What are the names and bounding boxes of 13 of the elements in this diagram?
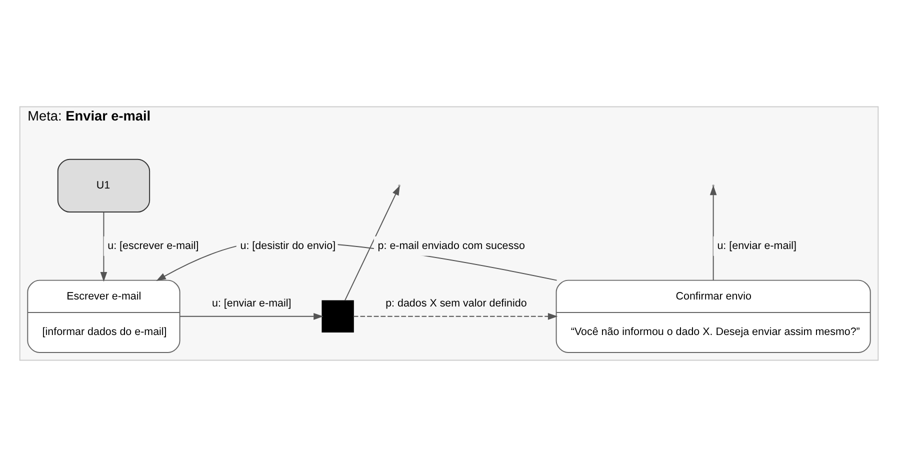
edge-label: p: dados X sem valor definido	[386, 296, 527, 309]
arrow	[180, 312, 324, 320]
arrow	[344, 184, 400, 301]
arrow	[352, 312, 558, 320]
edge-label: p: e-mail enviado com sucesso	[378, 239, 525, 252]
edge-label: u: [escrever e-mail]	[108, 239, 199, 252]
arrow	[100, 211, 108, 282]
node-box	[322, 300, 354, 332]
node-box: U1	[57, 158, 150, 212]
arrow	[710, 184, 717, 280]
edge-label: u: [enviar e-mail]	[212, 296, 292, 309]
edge-label: u: [desistir do envio]	[240, 239, 336, 252]
edge-label: u: [enviar e-mail]	[717, 239, 796, 252]
